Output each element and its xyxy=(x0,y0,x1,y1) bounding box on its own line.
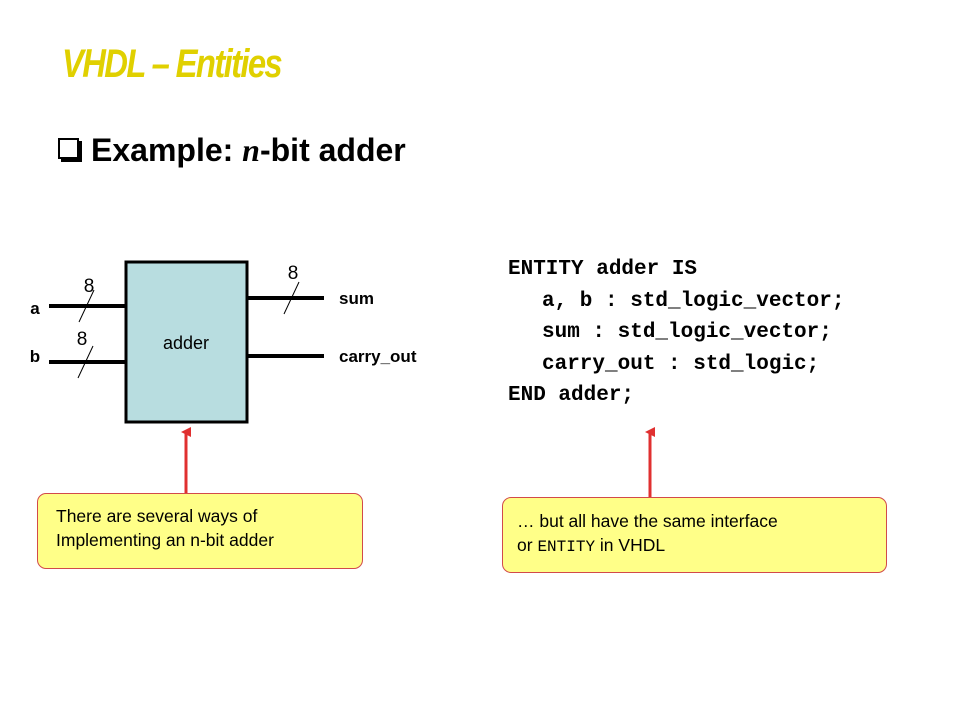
code-line-1: ENTITY adder IS xyxy=(508,258,698,281)
input-b-bus-slash xyxy=(77,345,94,379)
adder-block xyxy=(124,260,249,424)
subtitle-suffix: -bit adder xyxy=(259,132,406,168)
input-a-width: 8 xyxy=(84,276,95,297)
right-callout-line-2-prefix: or xyxy=(517,535,538,555)
output-carry-out-label: carry_out xyxy=(339,347,417,366)
output-sum-bus-slash xyxy=(283,281,300,315)
input-b-label: b xyxy=(30,347,40,366)
square-bullet-icon xyxy=(58,138,79,159)
left-callout-line-2: Implementing an n-bit adder xyxy=(56,530,274,550)
output-sum-width: 8 xyxy=(288,263,299,284)
right-callout: … but all have the same interface or ENT… xyxy=(502,497,887,573)
right-callout-entity-keyword: ENTITY xyxy=(537,538,596,556)
right-callout-line-2-suffix: in VHDL xyxy=(595,535,666,555)
code-line-2: a, b : std_logic_vector; xyxy=(542,289,845,313)
output-sum-label: sum xyxy=(339,289,374,308)
vhdl-entity-code: ENTITY adder IS a, b : std_logic_vector;s… xyxy=(508,254,844,412)
code-line-3: sum : std_logic_vector; xyxy=(542,321,832,344)
right-callout-line-2: or ENTITY in VHDL xyxy=(517,533,872,559)
slide-title: VHDL – Entities xyxy=(62,42,283,86)
subtitle-n: n xyxy=(242,132,260,168)
code-line-4: carry_out : std_logic; xyxy=(542,352,820,376)
input-a-label: a xyxy=(30,299,40,318)
input-a-bus-slash xyxy=(78,289,95,323)
left-callout-line-1: There are several ways of xyxy=(56,506,258,526)
adder-block-label: adder xyxy=(163,333,209,353)
subtitle-prefix: Example: xyxy=(91,132,243,168)
input-b-width: 8 xyxy=(77,329,88,350)
code-line-5: END adder; xyxy=(508,384,635,407)
left-callout: There are several ways of Implementing a… xyxy=(37,493,363,569)
right-callout-line-1: … but all have the same interface xyxy=(517,511,778,531)
slide-subtitle: Example: n-bit adder xyxy=(58,132,406,169)
